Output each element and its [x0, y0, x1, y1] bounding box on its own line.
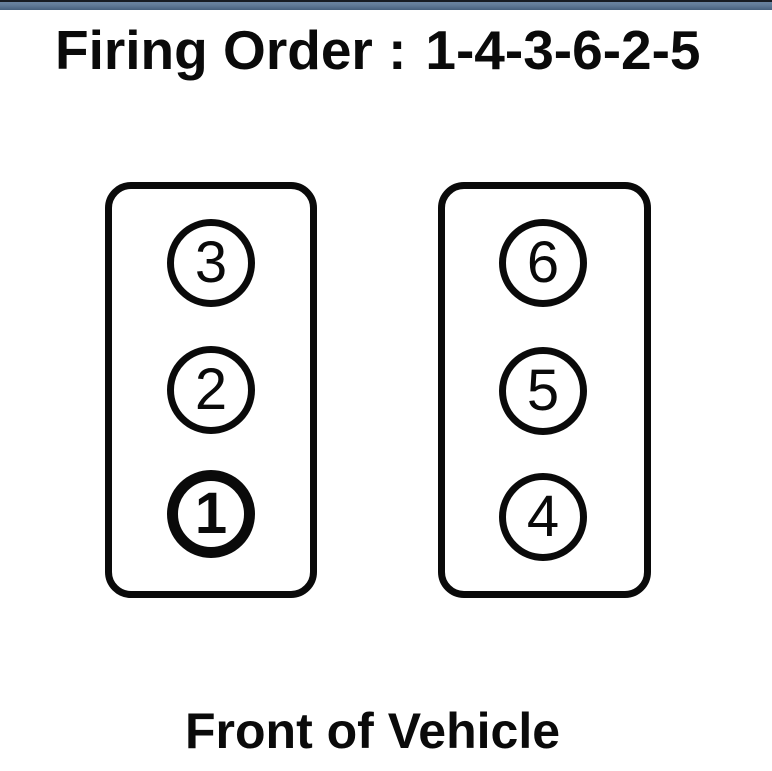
- cylinder-4: 4: [499, 473, 587, 561]
- cylinder-6: 6: [499, 219, 587, 307]
- cylinder-3: 3: [167, 219, 255, 307]
- cylinder-number: 2: [194, 357, 228, 422]
- firing-order-label: Firing Order :: [55, 19, 407, 81]
- window-top-edge-bar: [0, 0, 772, 10]
- cylinder-5: 5: [499, 347, 587, 435]
- cylinder-number: 5: [526, 358, 560, 423]
- cylinder-1: 1: [167, 470, 255, 558]
- cylinder-2: 2: [167, 346, 255, 434]
- firing-order-value: 1-4-3-6-2-5: [425, 19, 701, 81]
- front-of-vehicle-label: Front of Vehicle: [185, 703, 561, 759]
- cylinder-number: 1: [194, 481, 228, 546]
- heading-row: Firing Order : 1-4-3-6-2-5: [55, 23, 701, 78]
- cylinder-number: 4: [526, 484, 560, 549]
- cylinder-number: 3: [194, 230, 228, 295]
- cylinder-number: 6: [526, 230, 560, 295]
